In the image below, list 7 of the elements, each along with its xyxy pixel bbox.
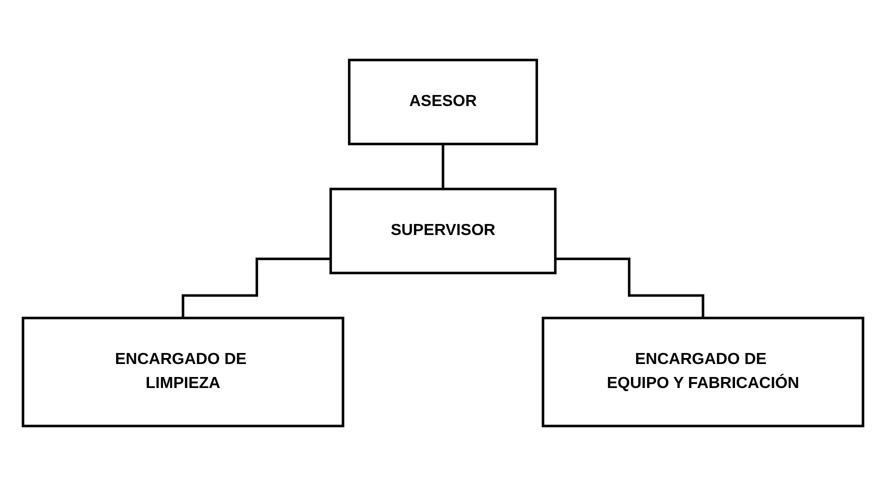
node-box: ENCARGADO DE EQUIPO Y FABRICACIÓN <box>541 316 864 428</box>
connector <box>554 258 704 320</box>
node-box: ASESOR <box>347 58 538 146</box>
connector <box>441 142 444 190</box>
node-box: ENCARGADO DE LIMPIEZA <box>21 316 344 428</box>
connector <box>181 258 330 320</box>
node-box: SUPERVISOR <box>328 188 556 274</box>
